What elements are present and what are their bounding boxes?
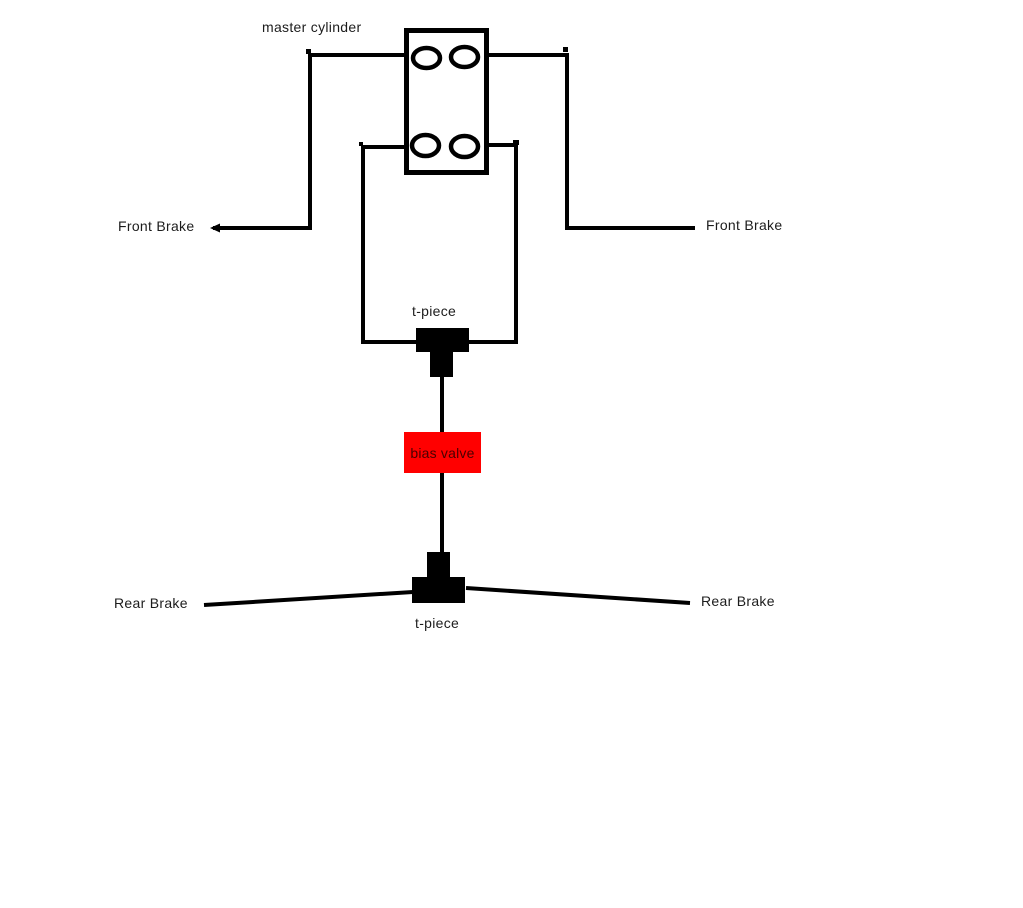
master-cylinder-port-top-left bbox=[410, 45, 443, 71]
master-cylinder-label: master cylinder bbox=[262, 19, 362, 35]
rear-brake-left-label: Rear Brake bbox=[114, 595, 188, 611]
line-corner-tick-left bbox=[306, 49, 311, 54]
line-corner-tick-inner-right bbox=[513, 140, 519, 145]
t-piece-bottom-label: t-piece bbox=[415, 615, 460, 631]
t-piece-bottom-shape bbox=[412, 552, 465, 603]
brake-line-rear-right bbox=[465, 586, 691, 605]
line-corner-tick-inner-left bbox=[359, 142, 363, 146]
t-piece-top-shape bbox=[416, 328, 469, 377]
t-piece-top-label: t-piece bbox=[412, 303, 457, 319]
brake-line-rear-left bbox=[203, 590, 414, 607]
bias-valve-label: bias valve bbox=[410, 444, 475, 461]
bias-valve-box bbox=[404, 432, 481, 473]
line-corner-tick-right bbox=[563, 47, 568, 52]
front-brake-left-label: Front Brake bbox=[118, 218, 195, 234]
master-cylinder-port-top-right bbox=[448, 44, 481, 70]
front-brake-right-label: Front Brake bbox=[706, 217, 783, 233]
rear-brake-right-label: Rear Brake bbox=[701, 593, 775, 609]
master-cylinder-port-bottom-right bbox=[448, 133, 481, 160]
master-cylinder-port-bottom-left bbox=[409, 132, 442, 159]
arrowhead-front-left bbox=[210, 223, 220, 233]
